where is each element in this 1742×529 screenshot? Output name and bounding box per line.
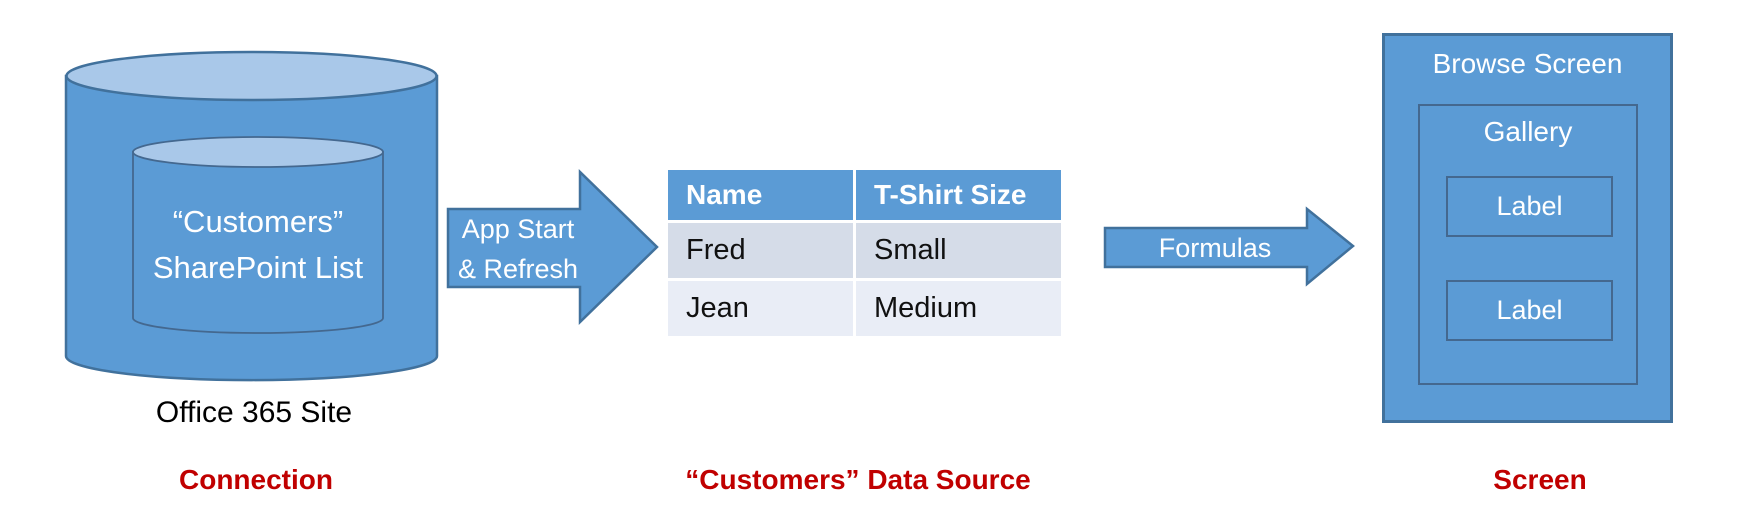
caption-connection: Connection (179, 464, 333, 495)
app-start-arrow-shape (446, 169, 659, 325)
formulas-arrow: Formulas (1103, 206, 1355, 287)
app-start-arrow: App Start & Refresh (446, 169, 659, 325)
table-cell-row1-size: Small (856, 223, 1061, 278)
gallery-box: Gallery Label Label (1418, 104, 1638, 385)
gallery-title: Gallery (1483, 116, 1573, 147)
gallery-label-box-2: Label (1446, 280, 1613, 341)
app-start-arrow-label-line2: & Refresh (458, 254, 578, 284)
gallery-label-box-1: Label (1446, 176, 1613, 237)
table-cell-row1-name: Fred (668, 223, 853, 278)
app-start-arrow-label-line1: App Start (462, 214, 575, 244)
table-header-tshirt-size: T-Shirt Size (856, 170, 1061, 220)
outer-cylinder-top (65, 50, 438, 102)
table-cell-row2-size: Medium (856, 281, 1061, 336)
inner-cylinder-body (132, 151, 384, 334)
browse-screen-box: Browse Screen Gallery Label Label (1382, 33, 1673, 423)
formulas-arrow-label: Formulas (1159, 233, 1272, 263)
inner-cylinder-top (132, 136, 384, 168)
caption-customers-data-source: “Customers” Data Source (685, 464, 1031, 495)
customers-data-table: Name T-Shirt Size Fred Small Jean Medium (668, 170, 1061, 336)
table-cell-row2-name: Jean (668, 281, 853, 336)
cylinder-label-line2: SharePoint List (153, 250, 364, 285)
inner-list-cylinder: “Customers” SharePoint List (132, 136, 384, 334)
caption-screen: Screen (1493, 464, 1587, 495)
formulas-arrow-shape (1103, 206, 1355, 287)
office-365-site-label: Office 365 Site (155, 396, 353, 429)
browse-screen-title: Browse Screen (1432, 48, 1623, 79)
cylinder-label-line1: “Customers” (173, 204, 344, 239)
table-header-name: Name (668, 170, 853, 220)
